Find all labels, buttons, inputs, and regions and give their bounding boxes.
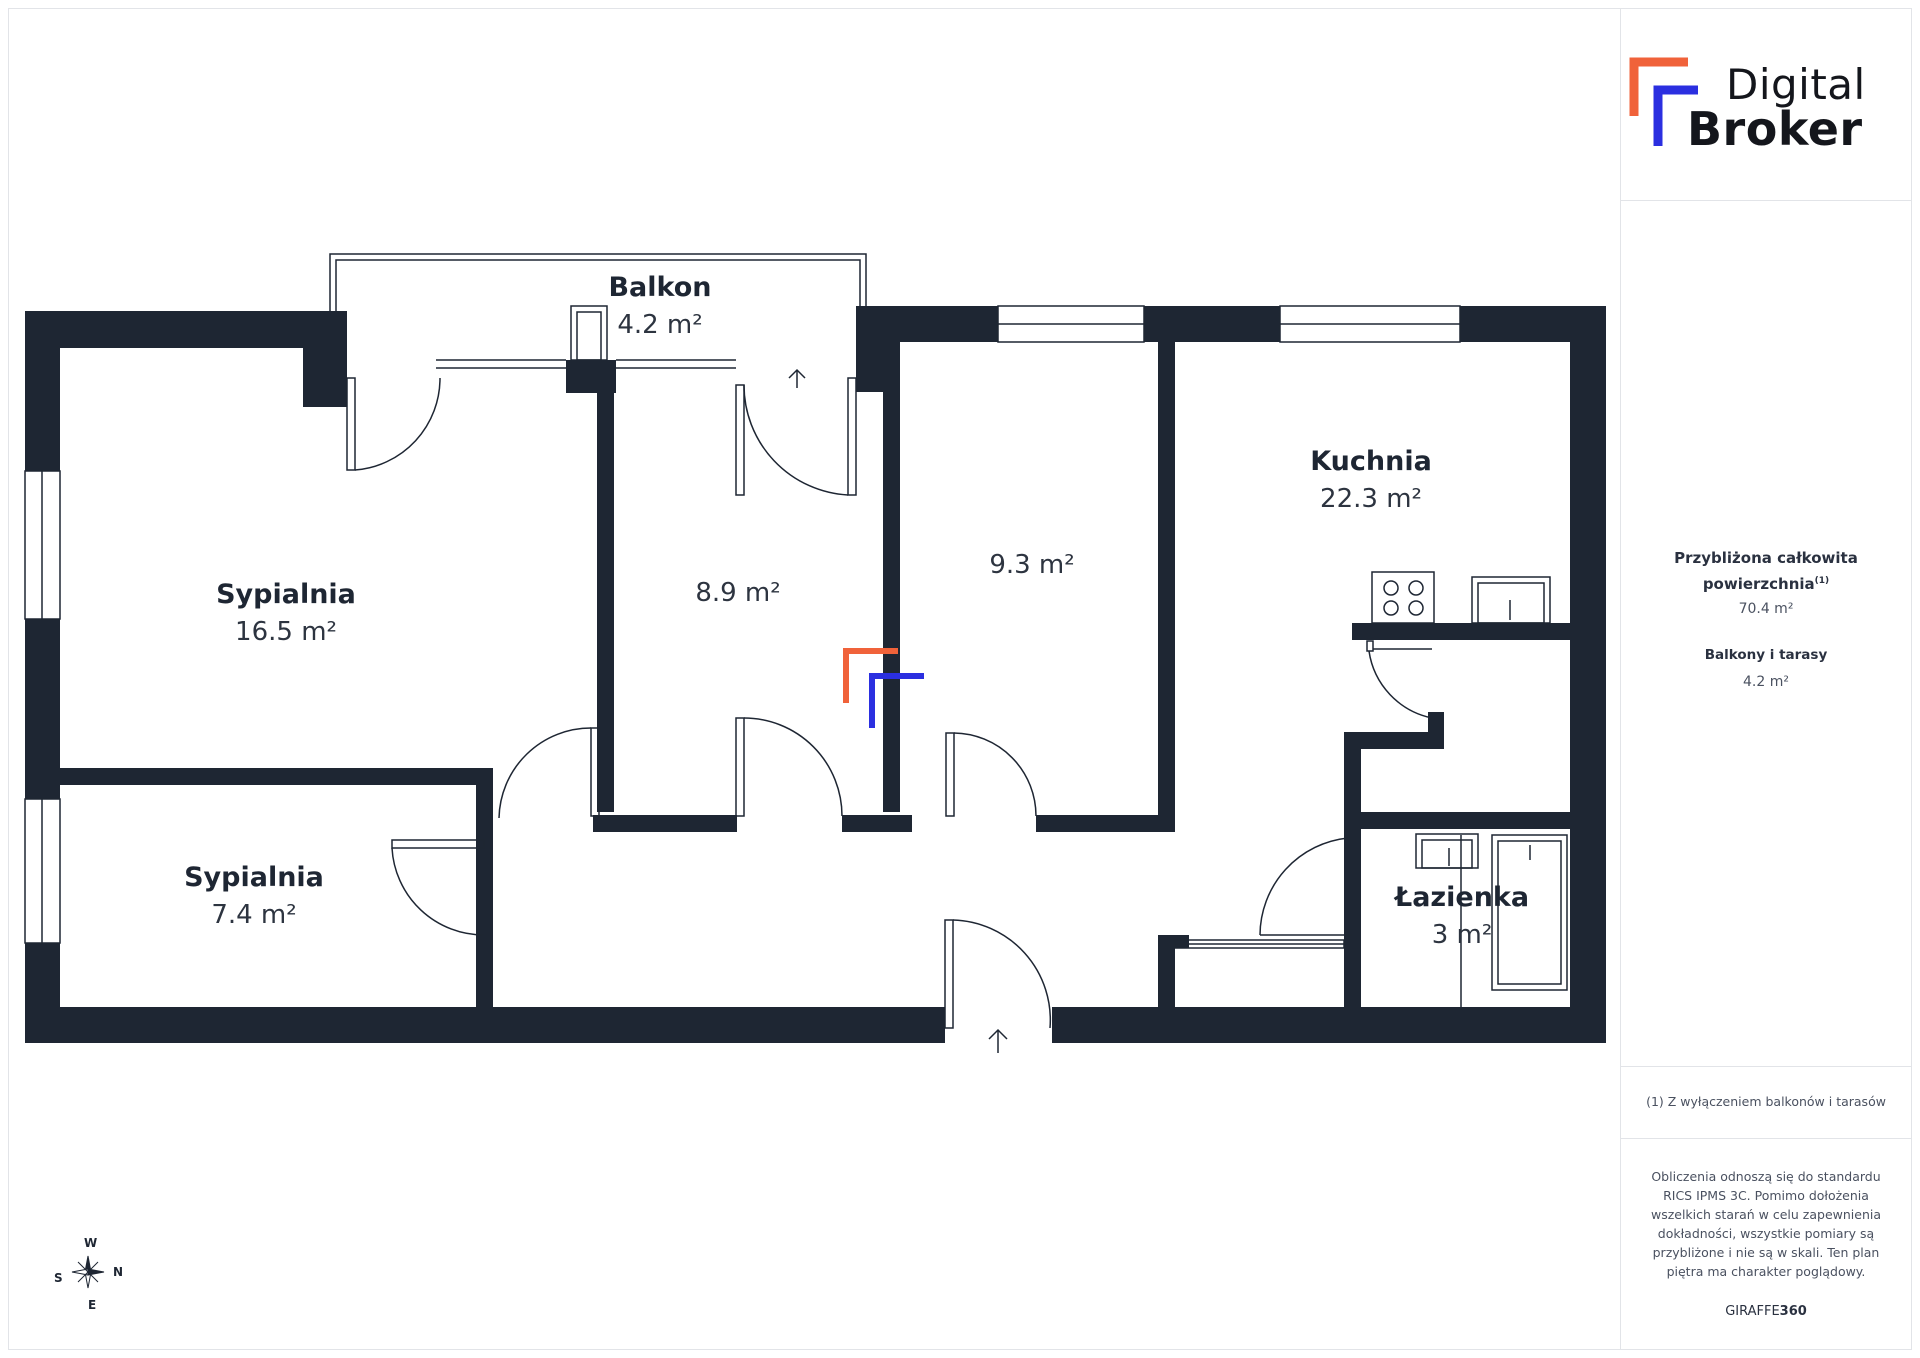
page-frame xyxy=(8,8,1912,1350)
room-area-8-9: 8.9 m² xyxy=(695,578,780,608)
balcony-area-value: 4.2 m² xyxy=(1743,674,1789,690)
room-area-kuchnia: 22.3 m² xyxy=(1320,484,1422,514)
total-area-value: 70.4 m² xyxy=(1738,601,1794,617)
compass-w: W xyxy=(84,1236,97,1250)
watermark-logo-icon xyxy=(843,648,924,728)
brand-360: 360 xyxy=(1779,1304,1807,1319)
room-area-sypialnia-2: 7.4 m² xyxy=(211,900,296,930)
disclaimer-text: Obliczenia odnoszą się do standardu RICS… xyxy=(1621,1167,1911,1281)
disclaimer-line: RICS IPMS 3C. Pomimo dołożenia xyxy=(1663,1188,1869,1203)
disclaimer-section: Obliczenia odnoszą się do standardu RICS… xyxy=(1621,1139,1911,1350)
area-summary-section: Przybliżona całkowita powierzchnia(1) 70… xyxy=(1621,201,1911,1067)
disclaimer-line: przybliżone i nie są w skali. Ten plan xyxy=(1652,1245,1880,1260)
brand-giraffe: GIRAFFE xyxy=(1725,1304,1780,1319)
compass-s: S xyxy=(54,1271,63,1285)
compass-n: N xyxy=(113,1265,123,1279)
total-area-label-line2: powierzchnia xyxy=(1702,575,1815,593)
total-area-label: Przybliżona całkowita powierzchnia(1) xyxy=(1621,547,1911,596)
walls xyxy=(25,306,1606,1043)
doors xyxy=(346,377,1433,1029)
giraffe360-brand: GIRAFFE360 xyxy=(1621,1304,1911,1319)
room-area-lazienka: 3 m² xyxy=(1432,920,1493,950)
room-name-sypialnia-1: Sypialnia xyxy=(216,579,356,610)
room-area-9-3: 9.3 m² xyxy=(989,550,1074,580)
room-name-sypialnia-2: Sypialnia xyxy=(184,862,324,893)
logo-text-digital: Digital xyxy=(1726,60,1866,109)
balcony-area-label: Balkony i tarasy xyxy=(1704,647,1828,663)
room-name-lazienka: Łazienka xyxy=(1393,882,1529,913)
total-area-footnote-mark: (1) xyxy=(1814,576,1830,586)
logo-section: Digital Broker xyxy=(1621,8,1911,201)
room-name-balkon: Balkon xyxy=(608,272,711,303)
entry-arrows xyxy=(788,368,1008,1053)
fixtures xyxy=(1371,571,1568,1007)
room-name-kuchnia: Kuchnia xyxy=(1310,446,1432,477)
logo-text-broker: Broker xyxy=(1687,102,1863,156)
total-area-label-line1: Przybliżona całkowita xyxy=(1674,549,1858,567)
room-area-sypialnia-1: 16.5 m² xyxy=(235,617,337,647)
compass-icon: W N S E xyxy=(54,1236,123,1312)
compass-e: E xyxy=(88,1298,96,1312)
disclaimer-line: wszelkich starań w celu zapewnienia xyxy=(1650,1207,1882,1222)
disclaimer-line: dokładności, wszystkie pomiary są xyxy=(1657,1226,1875,1241)
floor-plan: Balkon 4.2 m² Sypialnia 16.5 m² 8.9 m² 9… xyxy=(24,253,1606,1312)
footnote-section: (1) Z wyłączeniem balkonów i tarasów xyxy=(1621,1067,1911,1139)
windows xyxy=(24,305,1461,944)
room-labels: Balkon 4.2 m² Sypialnia 16.5 m² 8.9 m² 9… xyxy=(184,272,1529,950)
balcony-outline xyxy=(329,253,867,369)
digital-broker-logo-icon xyxy=(1629,57,1698,146)
disclaimer-line: piętra ma charakter poglądowy. xyxy=(1666,1264,1866,1279)
disclaimer-line: Obliczenia odnoszą się do standardu xyxy=(1651,1169,1881,1184)
info-sidebar: Digital Broker Przybliżona całkowita pow… xyxy=(1620,8,1911,1350)
room-area-balkon: 4.2 m² xyxy=(617,310,702,340)
footnote-text: (1) Z wyłączeniem balkonów i tarasów xyxy=(1646,1094,1886,1109)
